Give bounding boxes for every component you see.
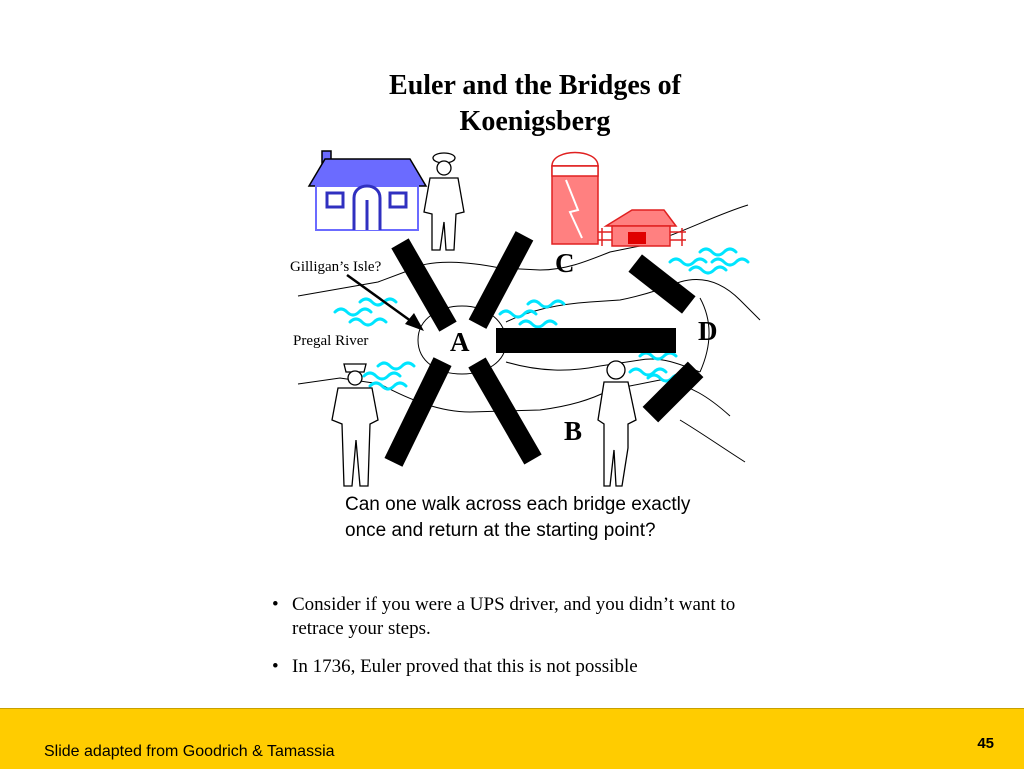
- bridge-5: [496, 328, 676, 353]
- bullet-text: Consider if you were a UPS driver, and y…: [292, 594, 736, 639]
- d-land-edge: [699, 297, 710, 373]
- water-wave-icon: [710, 257, 750, 267]
- footer-source: Slide adapted from Goodrich & Tamassia: [44, 743, 335, 760]
- bridge-6: [628, 254, 696, 314]
- slide-title-line-2: Koenigsberg: [459, 106, 611, 137]
- north-bank: [297, 204, 749, 297]
- bullet-item: • Consider if you were a UPS driver, and…: [272, 593, 772, 641]
- bullet-text: In 1736, Euler proved that this is not p…: [292, 656, 638, 677]
- person-icon: [331, 363, 379, 487]
- koenigsberg-bridges-diagram: Gilligan’s Isle? Pregal River A B C D: [290, 150, 761, 487]
- silo-icon: [551, 151, 599, 245]
- label-d: D: [698, 316, 718, 346]
- label-b: B: [564, 416, 582, 446]
- house-icon: [307, 150, 428, 231]
- water-wave-icon: [526, 299, 566, 309]
- water-wave-icon: [348, 317, 388, 327]
- water-wave-icon: [368, 381, 408, 391]
- label-pregal-river: Pregal River: [293, 333, 368, 349]
- house-window-right: [388, 191, 408, 209]
- house-roof: [307, 158, 428, 187]
- water-wave-icon: [668, 257, 708, 267]
- bridge-2: [468, 231, 534, 329]
- water-wave-icon: [376, 361, 416, 371]
- label-gilligans-isle: Gilligan’s Isle?: [290, 259, 382, 275]
- water-waves: [333, 247, 750, 391]
- label-c: C: [555, 248, 575, 278]
- water-wave-icon: [498, 309, 538, 319]
- water-wave-icon: [518, 319, 558, 329]
- bridge-1: [391, 238, 457, 332]
- bridge-4: [468, 357, 542, 465]
- barn-icon: [598, 209, 686, 247]
- bullet-item: • In 1736, Euler proved that this is not…: [272, 655, 772, 679]
- person-icon: [597, 360, 637, 487]
- page-number: 45: [977, 735, 994, 752]
- person-icon: [423, 152, 465, 251]
- water-wave-icon: [688, 265, 728, 275]
- footer-bar: Slide adapted from Goodrich & Tamassia 4…: [0, 708, 1024, 769]
- house-window-left: [325, 191, 345, 209]
- island-b-north-bank: [505, 358, 701, 373]
- bridges: [384, 231, 704, 467]
- label-a: A: [450, 327, 470, 357]
- d-bank-upper: [679, 279, 761, 321]
- river-banks: [297, 204, 761, 463]
- water-wave-icon: [698, 247, 738, 257]
- slide-title-line-1: Euler and the Bridges of: [389, 70, 681, 101]
- water-wave-icon: [628, 367, 668, 377]
- d-bank-lower: [679, 419, 746, 463]
- water-wave-icon: [362, 371, 402, 381]
- question-text: Can one walk across each bridge exactly …: [345, 494, 691, 541]
- bridge-3: [384, 357, 452, 467]
- south-bank: [297, 377, 731, 417]
- water-wave-icon: [358, 297, 398, 307]
- arrow-icon: [346, 273, 424, 331]
- water-wave-icon: [638, 351, 678, 361]
- bullet-list: • Consider if you were a UPS driver, and…: [272, 593, 772, 693]
- bridge-7: [642, 361, 704, 423]
- water-wave-icon: [333, 307, 373, 317]
- bullet-glyph: •: [272, 656, 279, 677]
- bullet-glyph: •: [272, 594, 279, 615]
